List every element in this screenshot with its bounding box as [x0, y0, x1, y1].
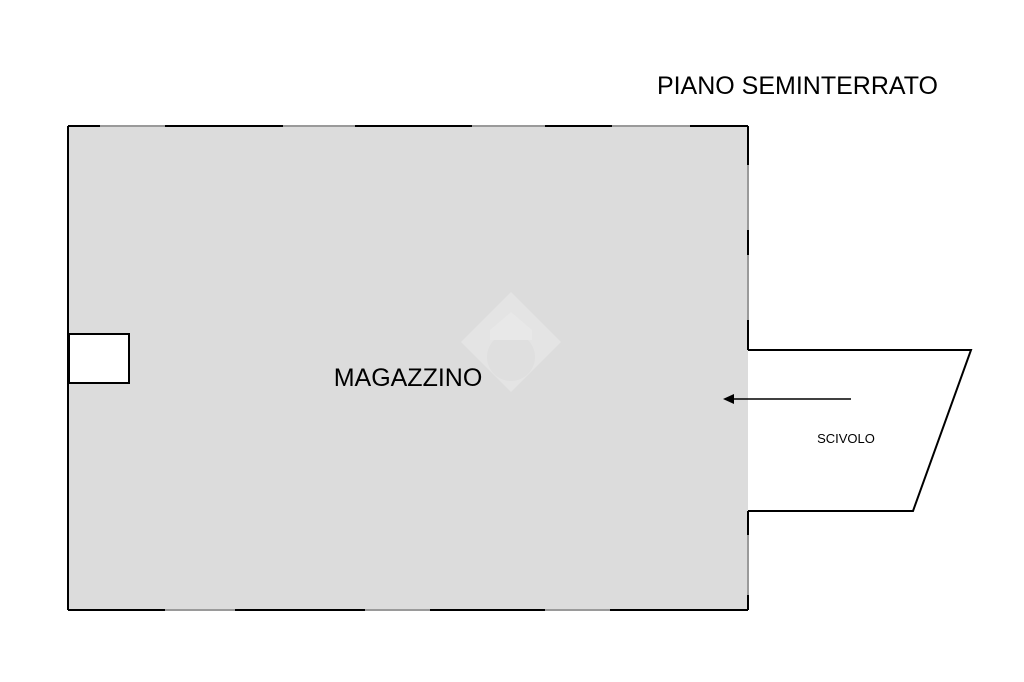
room-label-scivolo: SCIVOLO [817, 431, 875, 446]
wall-recess [68, 333, 130, 384]
room-label-magazzino: MAGAZZINO [334, 364, 483, 392]
left-arrow-icon [723, 394, 851, 404]
ramp-outline [748, 349, 973, 512]
house-logo-watermark-icon [461, 292, 561, 392]
floor-title: PIANO SEMINTERRATO [657, 72, 938, 100]
main-room-area [68, 126, 748, 610]
window-marks [100, 125, 749, 611]
ramp-area [748, 350, 971, 511]
